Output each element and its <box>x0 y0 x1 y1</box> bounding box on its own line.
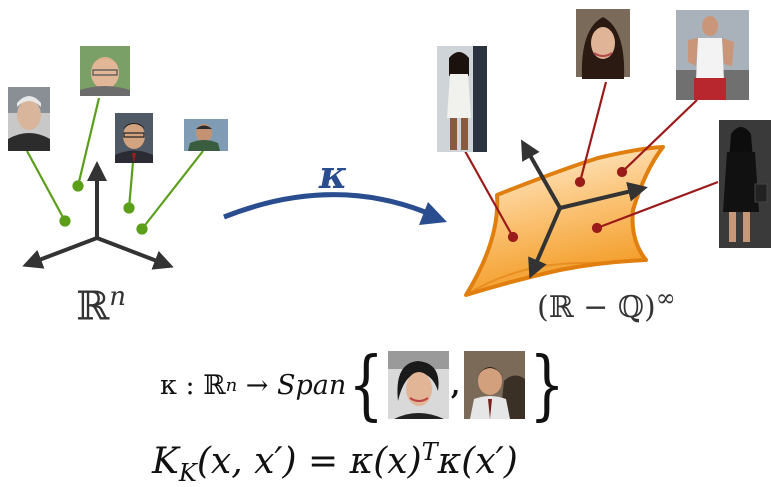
portrait-photo-icon <box>80 46 130 96</box>
data-point <box>574 176 586 188</box>
close-brace: } <box>529 341 565 429</box>
input-space-label: ℝn <box>76 282 126 329</box>
input-space-exponent: n <box>109 282 126 312</box>
axis-right <box>559 181 648 210</box>
link-line <box>141 150 204 230</box>
span-word: Span <box>276 369 347 401</box>
right-axes <box>521 139 648 279</box>
span-exponent: n <box>225 374 238 396</box>
celebrity-photo-icon <box>464 351 526 419</box>
data-point <box>136 223 148 235</box>
kernel-symbol: K <box>152 441 179 482</box>
celebrity-photo-icon <box>387 351 449 419</box>
feature-space-label: (ℝ − ℚ)∞ <box>537 284 676 325</box>
link-line <box>621 99 698 173</box>
span-separator: , <box>450 369 461 401</box>
data-point <box>123 202 135 214</box>
axis-down <box>528 207 562 279</box>
link-line <box>464 150 514 238</box>
feature-space-symbol: (ℝ − ℚ) <box>537 290 656 325</box>
celebrity-photo-icon <box>437 46 487 152</box>
kernel-transpose: T <box>421 438 438 466</box>
left-links <box>26 97 204 235</box>
portrait-photo-icon <box>115 113 153 163</box>
left-axes <box>22 161 174 270</box>
data-point <box>507 231 519 243</box>
right-links <box>464 81 719 243</box>
span-arrow: → <box>237 369 277 401</box>
kernel-subscript: K <box>178 459 197 487</box>
link-line <box>76 97 101 187</box>
celebrity-photo-icon <box>676 10 749 100</box>
map-kappa-label: κ <box>319 152 348 197</box>
data-point <box>59 215 71 227</box>
open-brace: { <box>348 341 384 429</box>
portrait-photo-icon <box>8 87 50 151</box>
link-line <box>596 180 719 230</box>
map-arrow <box>223 192 447 225</box>
link-line <box>26 150 66 222</box>
data-point <box>591 222 603 234</box>
link-line <box>127 161 135 209</box>
data-point <box>72 180 84 192</box>
link-line <box>578 81 608 183</box>
portrait-photo-icon <box>184 119 228 151</box>
kernel-tail: κ(x′) <box>437 441 518 482</box>
celebrity-photo-icon <box>719 120 771 248</box>
axis-right <box>96 236 174 270</box>
feature-surface <box>464 145 665 297</box>
axis-up <box>521 139 562 209</box>
kernel-formula: KK(x, x′) = κ(x)Tκ(x′) <box>152 438 518 487</box>
span-lhs: κ : ℝ <box>160 369 226 401</box>
kernel-args: (x, x′) = κ(x) <box>196 441 422 482</box>
data-point <box>616 166 628 178</box>
feature-space-exponent: ∞ <box>655 284 676 312</box>
input-space-symbol: ℝ <box>76 283 110 330</box>
axis-left <box>22 236 98 269</box>
celebrity-photo-icon <box>576 9 630 79</box>
